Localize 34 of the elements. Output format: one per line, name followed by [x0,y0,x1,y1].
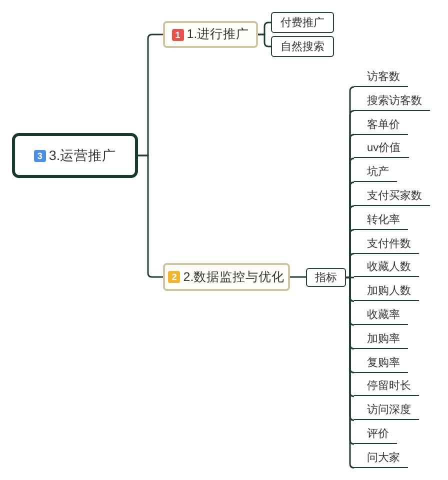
underlined-topic: 收藏人数 [354,257,419,278]
underlined-topic: 坑产 [354,162,397,182]
underlined-topic: 访客数 [354,67,408,87]
underlined-topic: 加购率 [354,328,408,349]
underlined-topic: 支付件数 [354,234,419,254]
topic-box [12,133,138,178]
topic-label: 自然搜索 [280,40,324,54]
topic-box [271,12,334,33]
underlined-topic: 收藏率 [354,305,408,325]
topic-box [163,263,290,291]
underlined-topic: 复购率 [354,352,408,373]
underlined-topic: 停留时长 [354,376,419,396]
topic-label: 付费推广 [280,16,324,30]
topic-label: 指标 [315,271,337,285]
topic-label: 3.运营推广 [48,146,116,164]
topic-box [306,268,346,287]
number-badge: 3 [34,150,46,162]
connector-line [290,276,306,278]
topic-box [271,36,334,57]
underlined-topic: 支付买家数 [354,186,430,206]
underlined-topic: 问大家 [354,448,408,468]
underlined-topic: 评价 [354,424,397,444]
underlined-topic: uv价值 [354,138,409,158]
underlined-topic: 访问深度 [354,400,419,420]
topic-label: 1.进行推广 [186,26,250,43]
connector-line [258,34,271,48]
topic-box [163,21,258,48]
topic-label: 2.数据监控与优化 [183,268,285,286]
number-badge: 2 [168,271,180,283]
underlined-topic: 搜索访客数 [354,90,430,111]
underlined-topic: 转化率 [354,210,408,230]
underlined-topic: 客单价 [354,114,408,135]
number-badge: 1 [172,28,184,40]
underlined-topic: 加购人数 [354,281,419,302]
